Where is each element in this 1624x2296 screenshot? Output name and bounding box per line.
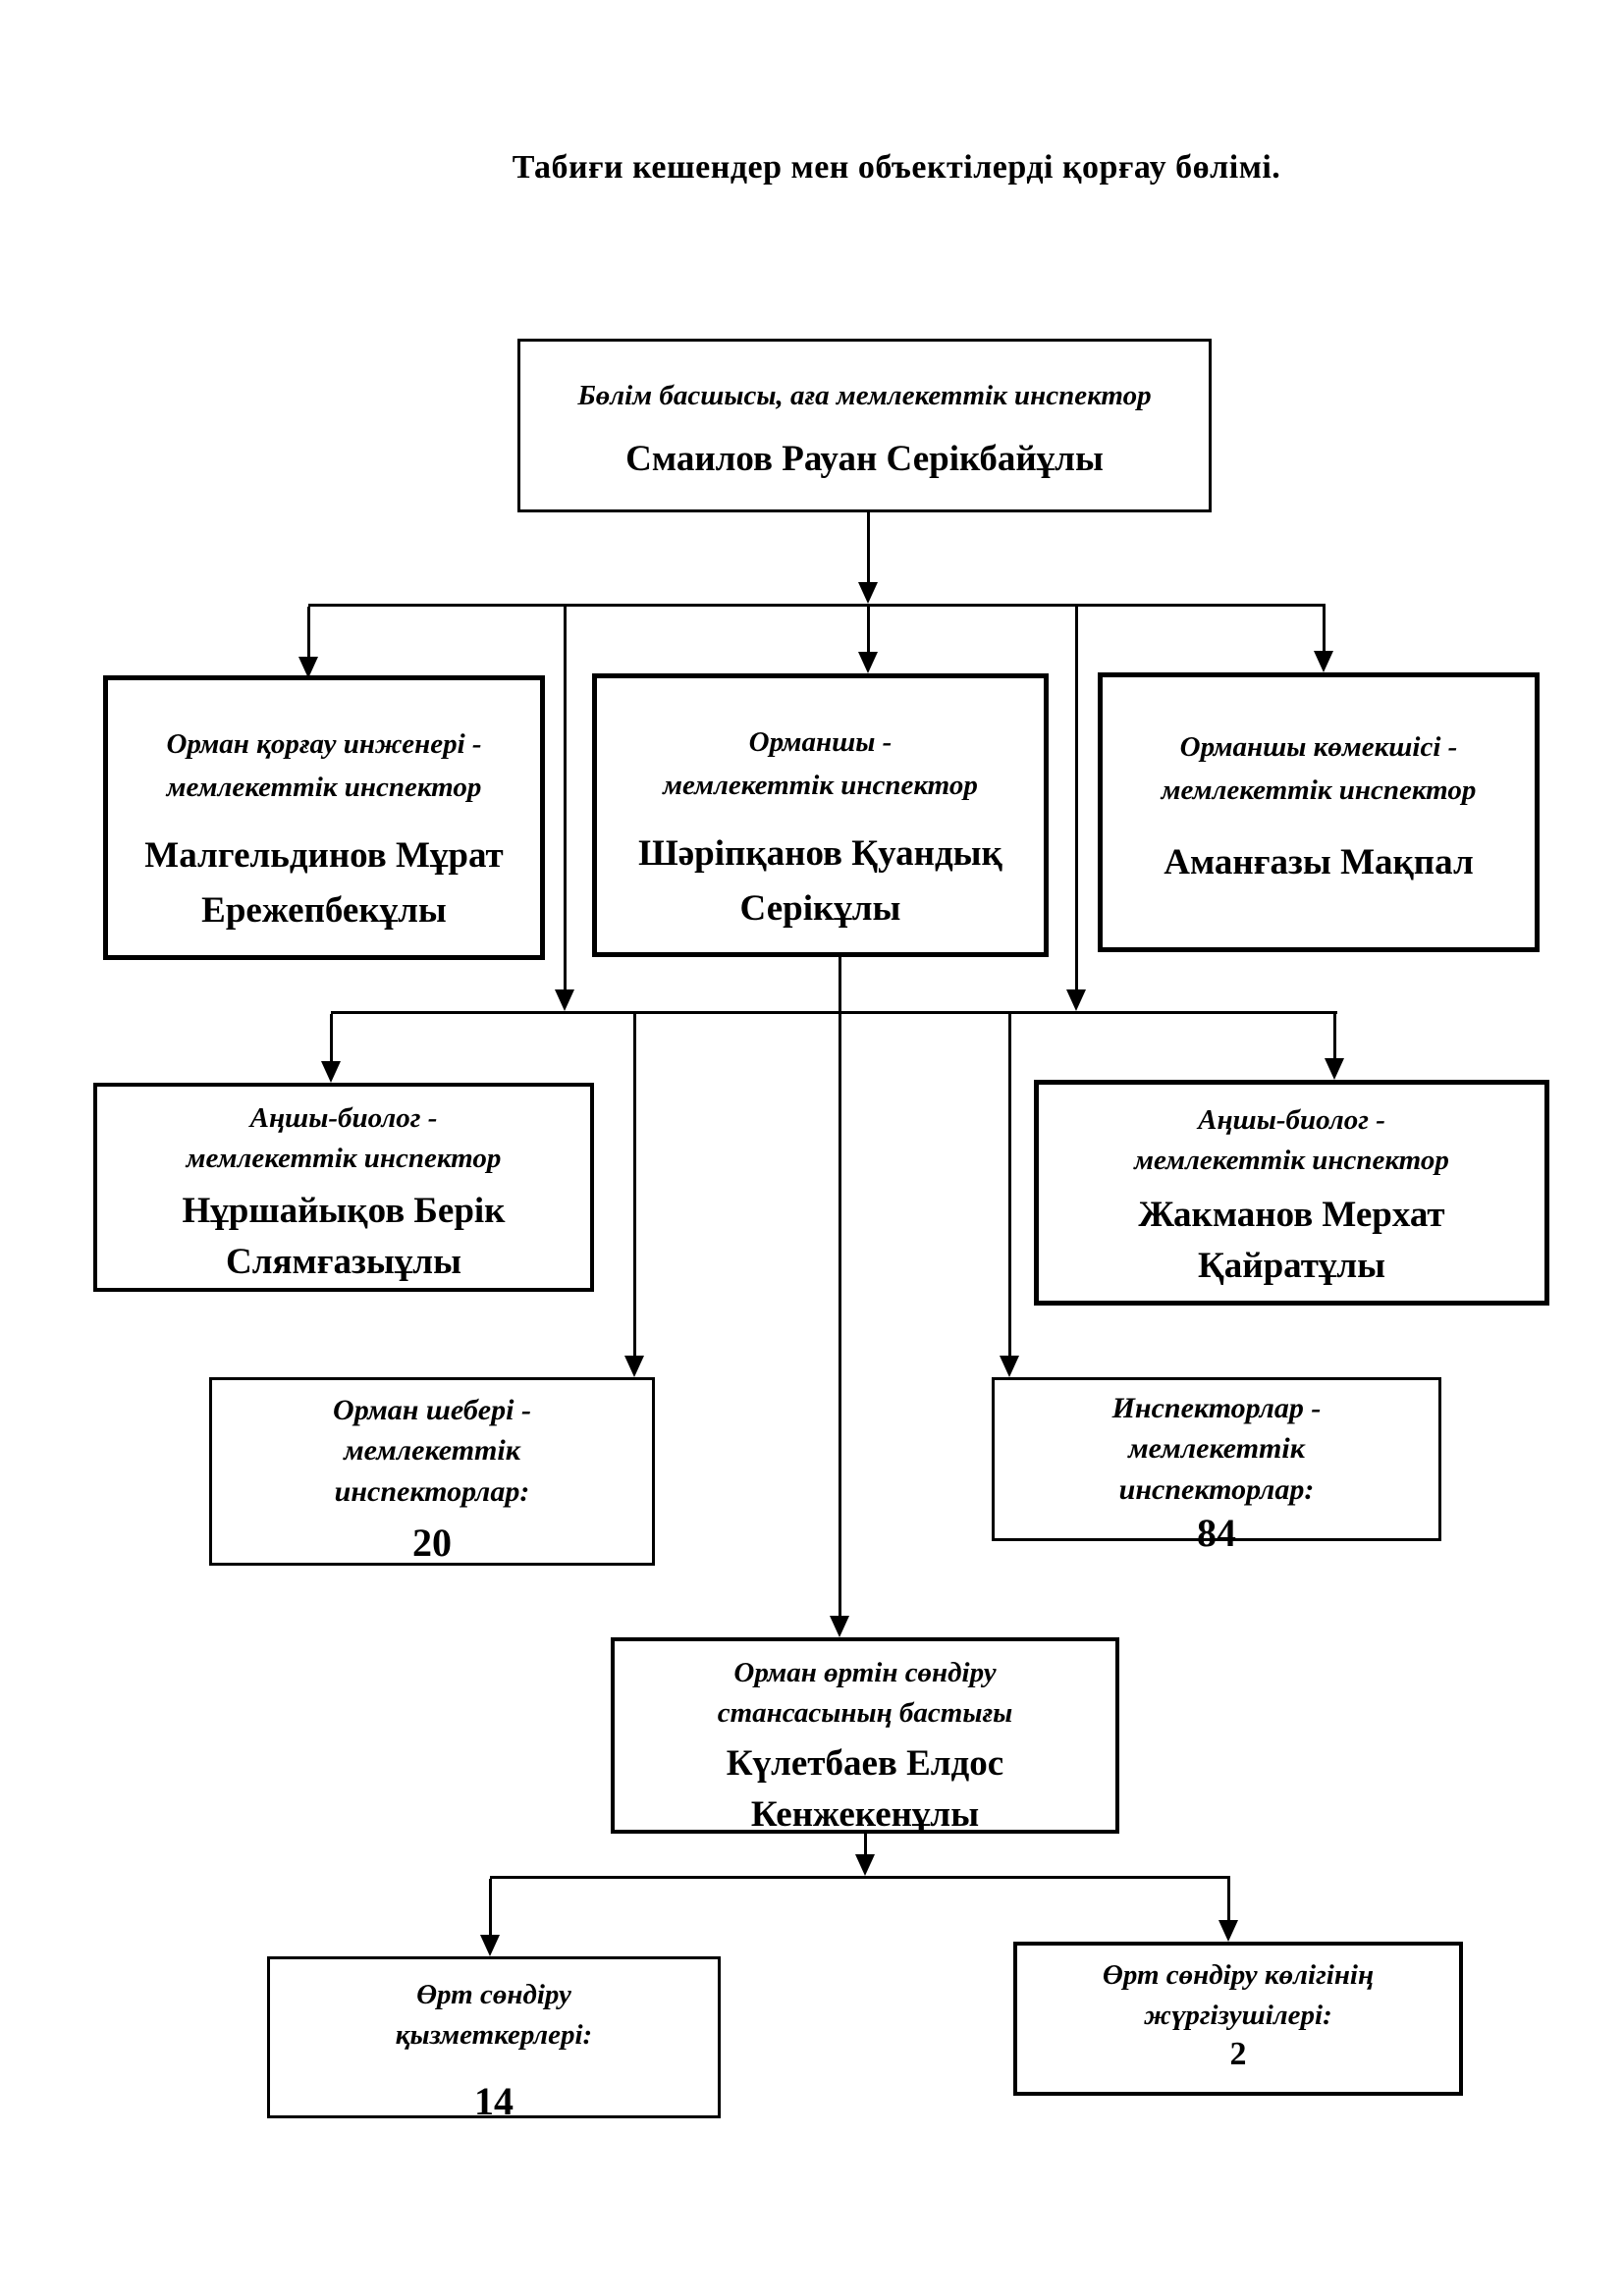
name-line: Серікұлы: [739, 887, 901, 929]
name-line: Нұршайықов Берік: [182, 1191, 506, 1232]
role-line: Орманшы -: [748, 726, 893, 758]
arrow-down-icon: [480, 1935, 500, 1956]
org-box-hunter-biologist-right: Аңшы-биолог - мемлекеттік инспектор Жакм…: [1034, 1080, 1549, 1306]
arrow-down-icon: [858, 582, 878, 604]
role-line: Орманшы көмекшісі -: [1179, 731, 1458, 763]
role-line: мемлекеттік инспектор: [166, 771, 482, 803]
org-box-forester: Орманшы - мемлекеттік инспектор Шәріпқан…: [592, 673, 1049, 957]
name-line: Ережепбекұлы: [201, 889, 447, 931]
role-line: Орман шебері -: [333, 1394, 531, 1426]
role-line: мемлекеттік: [1128, 1432, 1305, 1466]
connector-line: [331, 1011, 1337, 1014]
arrow-down-icon: [855, 1854, 875, 1876]
name-line: Аманғазы Мақпал: [1164, 842, 1474, 882]
connector-line: [307, 607, 310, 657]
org-box-department-head: Бөлім басшысы, аға мемлекеттік инспектор…: [517, 339, 1212, 512]
arrow-down-icon: [555, 989, 574, 1011]
arrow-down-icon: [1314, 651, 1333, 672]
connector-line: [867, 607, 870, 652]
org-box-forester-assistant: Орманшы көмекшісі - мемлекеттік инспекто…: [1098, 672, 1540, 952]
org-box-hunter-biologist-left: Аңшы-биолог - мемлекеттік инспектор Нұрш…: [93, 1083, 594, 1292]
role-line: Орман қорғау инженері -: [166, 728, 482, 760]
arrow-down-icon: [321, 1061, 341, 1083]
role-line: Инспекторлар -: [1111, 1392, 1322, 1424]
arrow-down-icon: [1218, 1920, 1238, 1942]
connector-line: [1008, 1014, 1011, 1356]
role-line: мемлекеттік инспектор: [1134, 1144, 1449, 1176]
connector-line: [564, 607, 567, 989]
role-line: мемлекеттік инспектор: [1161, 774, 1477, 806]
role-line: Өрт сөндіру көлігінің: [1102, 1959, 1375, 1991]
name-line: Кенжекенұлы: [750, 1793, 980, 1835]
name-line: Қайратұлы: [1197, 1245, 1386, 1286]
role-line: мемлекеттік: [344, 1434, 520, 1468]
connector-line: [1323, 607, 1326, 651]
connector-line: [489, 1879, 492, 1935]
role-line: қызметкерлері:: [395, 2018, 593, 2051]
role-line: Аңшы-биолог -: [249, 1102, 438, 1134]
org-box-fire-station-head: Орман өртін сөндіру стансасының бастығы …: [611, 1637, 1119, 1835]
connector-line: [867, 512, 870, 584]
connector-line: [490, 1876, 1230, 1879]
org-box-state-inspectors: Инспекторлар - мемлекеттік инспекторлар:…: [992, 1377, 1441, 1555]
staff-count: 2: [1229, 2036, 1247, 2073]
arrow-down-icon: [858, 652, 878, 673]
role-line: Орман өртін сөндіру: [733, 1657, 997, 1688]
staff-count: 84: [1197, 1511, 1236, 1556]
role-line: мемлекеттік инспектор: [186, 1142, 502, 1174]
role-line: Аңшы-биолог -: [1198, 1104, 1385, 1136]
role-line: инспекторлар:: [334, 1474, 530, 1508]
connector-line: [839, 957, 841, 1616]
connector-line: [864, 1834, 867, 1856]
role-line: стансасының бастығы: [717, 1696, 1013, 1729]
role-line: Өрт сөндіру: [416, 1979, 571, 2010]
arrow-down-icon: [1066, 989, 1086, 1011]
role-line: жүргізушілері:: [1144, 1999, 1332, 2031]
arrow-down-icon: [1000, 1356, 1019, 1377]
name-line: Слямғазыұлы: [226, 1241, 461, 1282]
role-line: мемлекеттік инспектор: [663, 769, 978, 801]
arrow-down-icon: [830, 1616, 849, 1637]
connector-line: [1333, 1014, 1336, 1058]
connector-line: [1227, 1879, 1230, 1920]
org-box-fire-workers: Өрт сөндіру қызметкерлері: 14: [267, 1956, 721, 2123]
staff-count: 14: [474, 2079, 514, 2124]
name-line: Жакманов Мерхат: [1138, 1195, 1445, 1236]
role-line: инспекторлар:: [1118, 1472, 1315, 1506]
staff-count: 20: [412, 1521, 452, 1566]
name-line: Смаилов Рауан Серікбайұлы: [625, 438, 1104, 479]
role-line: Бөлім басшысы, аға мемлекеттік инспектор: [577, 380, 1152, 411]
org-box-forest-protection-engineer: Орман қорғау инженері - мемлекеттік инсп…: [103, 675, 545, 960]
connector-line: [308, 604, 1326, 607]
arrow-down-icon: [298, 657, 318, 678]
connector-line: [633, 1014, 636, 1356]
name-line: Шәріпқанов Қуандық: [638, 833, 1002, 874]
connector-line: [330, 1014, 333, 1061]
org-box-fire-truck-drivers: Өрт сөндіру көлігінің жүргізушілері: 2: [1013, 1942, 1463, 2096]
arrow-down-icon: [1325, 1058, 1344, 1080]
org-box-forest-masters: Орман шебері - мемлекеттік инспекторлар:…: [209, 1377, 655, 1566]
name-line: Күлетбаев Елдос: [726, 1743, 1004, 1785]
connector-line: [1075, 607, 1078, 989]
page-title: Табиғи кешендер мен объектілерді қорғау …: [512, 149, 1281, 186]
arrow-down-icon: [624, 1356, 644, 1377]
name-line: Малгельдинов Мұрат: [144, 835, 504, 876]
